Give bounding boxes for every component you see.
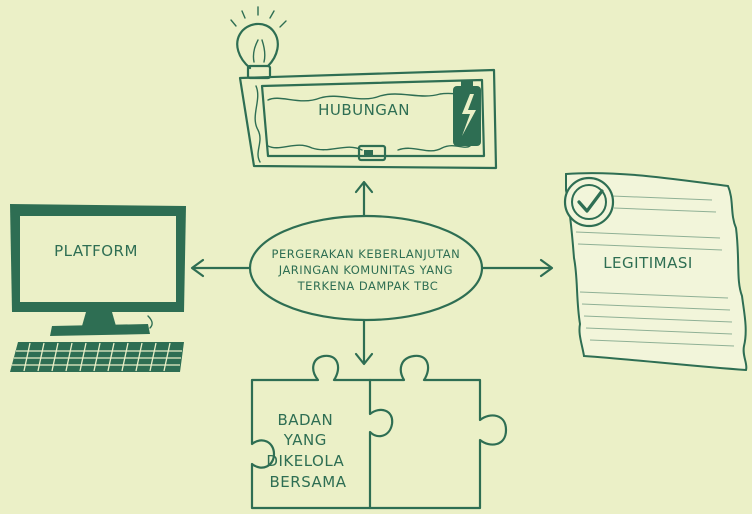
certificate-node: LEGITIMASI: [563, 172, 748, 372]
node-label-badan: BADAN YANG DIKELOLA BERSAMA: [266, 411, 349, 491]
desktop-computer-icon: [10, 204, 186, 372]
arrow-down: [354, 318, 374, 366]
node-label-badan-line-4: BERSAMA: [270, 473, 347, 491]
arrow-left: [190, 258, 256, 278]
check-seal-icon: [563, 176, 615, 228]
node-label-legitimasi: LEGITIMASI: [603, 254, 693, 272]
node-label-hubungan: HUBUNGAN: [318, 101, 410, 119]
center-node: PERGERAKAN KEBERLANJUTAN JARINGAN KOMUNI…: [248, 214, 484, 322]
computer-node: PLATFORM: [10, 204, 186, 372]
center-label-line-2: JARINGAN KOMUNITAS YANG: [278, 263, 453, 277]
center-label: PERGERAKAN KEBERLANJUTAN JARINGAN KOMUNI…: [272, 247, 465, 293]
puzzle-pieces-icon: [250, 354, 508, 510]
arrow-up: [354, 180, 374, 220]
node-label-badan-line-2: YANG: [283, 431, 327, 449]
node-label-badan-line-1: BADAN: [277, 411, 333, 429]
arrow-right: [478, 258, 554, 278]
arrows: [190, 180, 554, 366]
center-label-line-3: TERKENA DAMPAK TBC: [297, 279, 439, 293]
node-label-platform: PLATFORM: [54, 242, 138, 260]
switch-icon: [357, 144, 387, 162]
lightbulb-icon: [230, 6, 287, 80]
center-label-line-1: PERGERAKAN KEBERLANJUTAN: [272, 247, 461, 261]
puzzle-node: BADAN YANG DIKELOLA BERSAMA: [250, 354, 508, 510]
circuit-node: HUBUNGAN: [230, 6, 498, 170]
battery-icon: [453, 80, 481, 146]
node-label-badan-line-3: DIKELOLA: [266, 452, 344, 470]
